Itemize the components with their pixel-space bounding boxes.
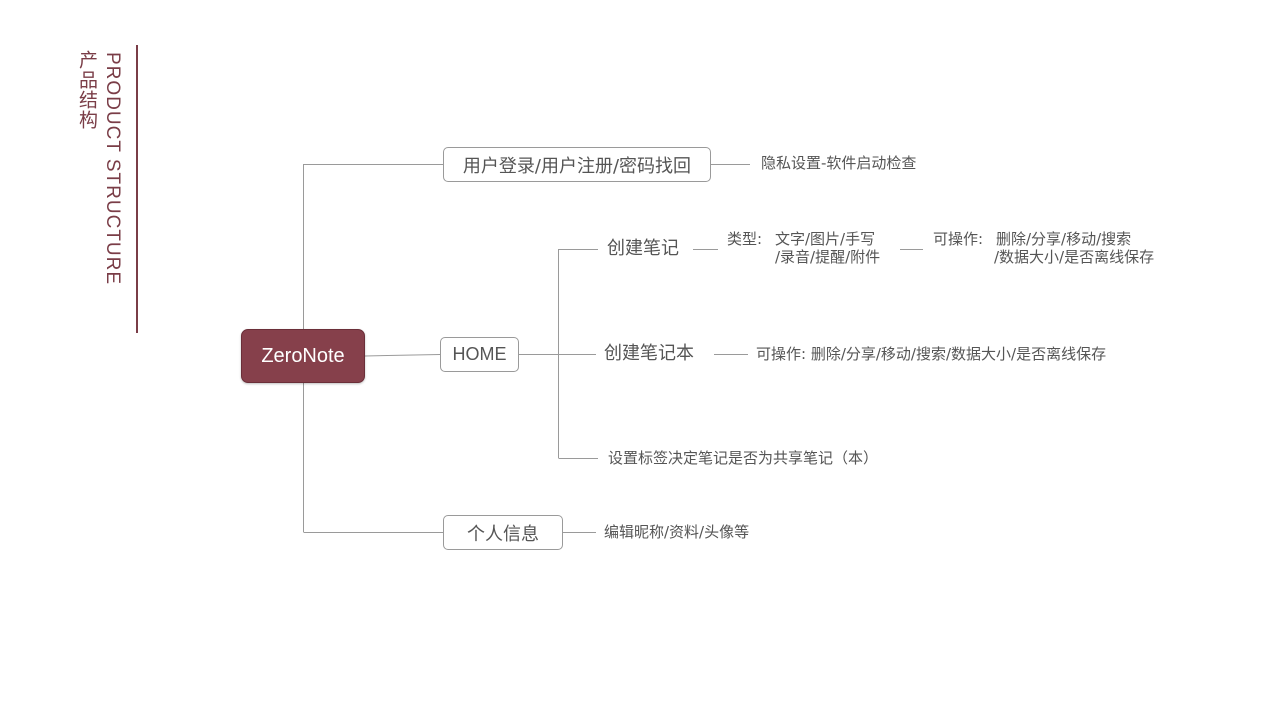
- note-ops-line2: /数据大小/是否离线保存: [994, 248, 1155, 266]
- create-note-node: 创建笔记: [607, 238, 679, 259]
- home-node: HOME: [440, 337, 519, 372]
- section-title-chinese: 产品结构: [76, 50, 98, 130]
- login-node: 用户登录/用户注册/密码找回: [443, 147, 711, 182]
- note-types-line1: 文字/图片/手写: [775, 230, 876, 248]
- note-types-line2: /录音/提醒/附件: [775, 248, 881, 266]
- login-detail: 隐私设置-软件启动检查: [761, 154, 917, 172]
- connector-to-home: [364, 354, 441, 357]
- note-ops-line1: 删除/分享/移动/搜索: [996, 230, 1132, 248]
- title-divider: [136, 45, 138, 333]
- share-tag-node: 设置标签决定笔记是否为共享笔记（本）: [608, 449, 879, 467]
- note-ops-label: 可操作:: [933, 230, 984, 248]
- notebook-ops: 可操作: 删除/分享/移动/搜索/数据大小/是否离线保存: [756, 345, 1107, 363]
- root-node: ZeroNote: [241, 329, 365, 383]
- note-types-label: 类型:: [727, 230, 763, 248]
- section-title-english: PRODUCT STRUCTURE: [102, 52, 123, 286]
- profile-node: 个人信息: [443, 515, 563, 550]
- create-notebook-node: 创建笔记本: [604, 343, 694, 364]
- profile-detail: 编辑昵称/资料/头像等: [604, 523, 750, 541]
